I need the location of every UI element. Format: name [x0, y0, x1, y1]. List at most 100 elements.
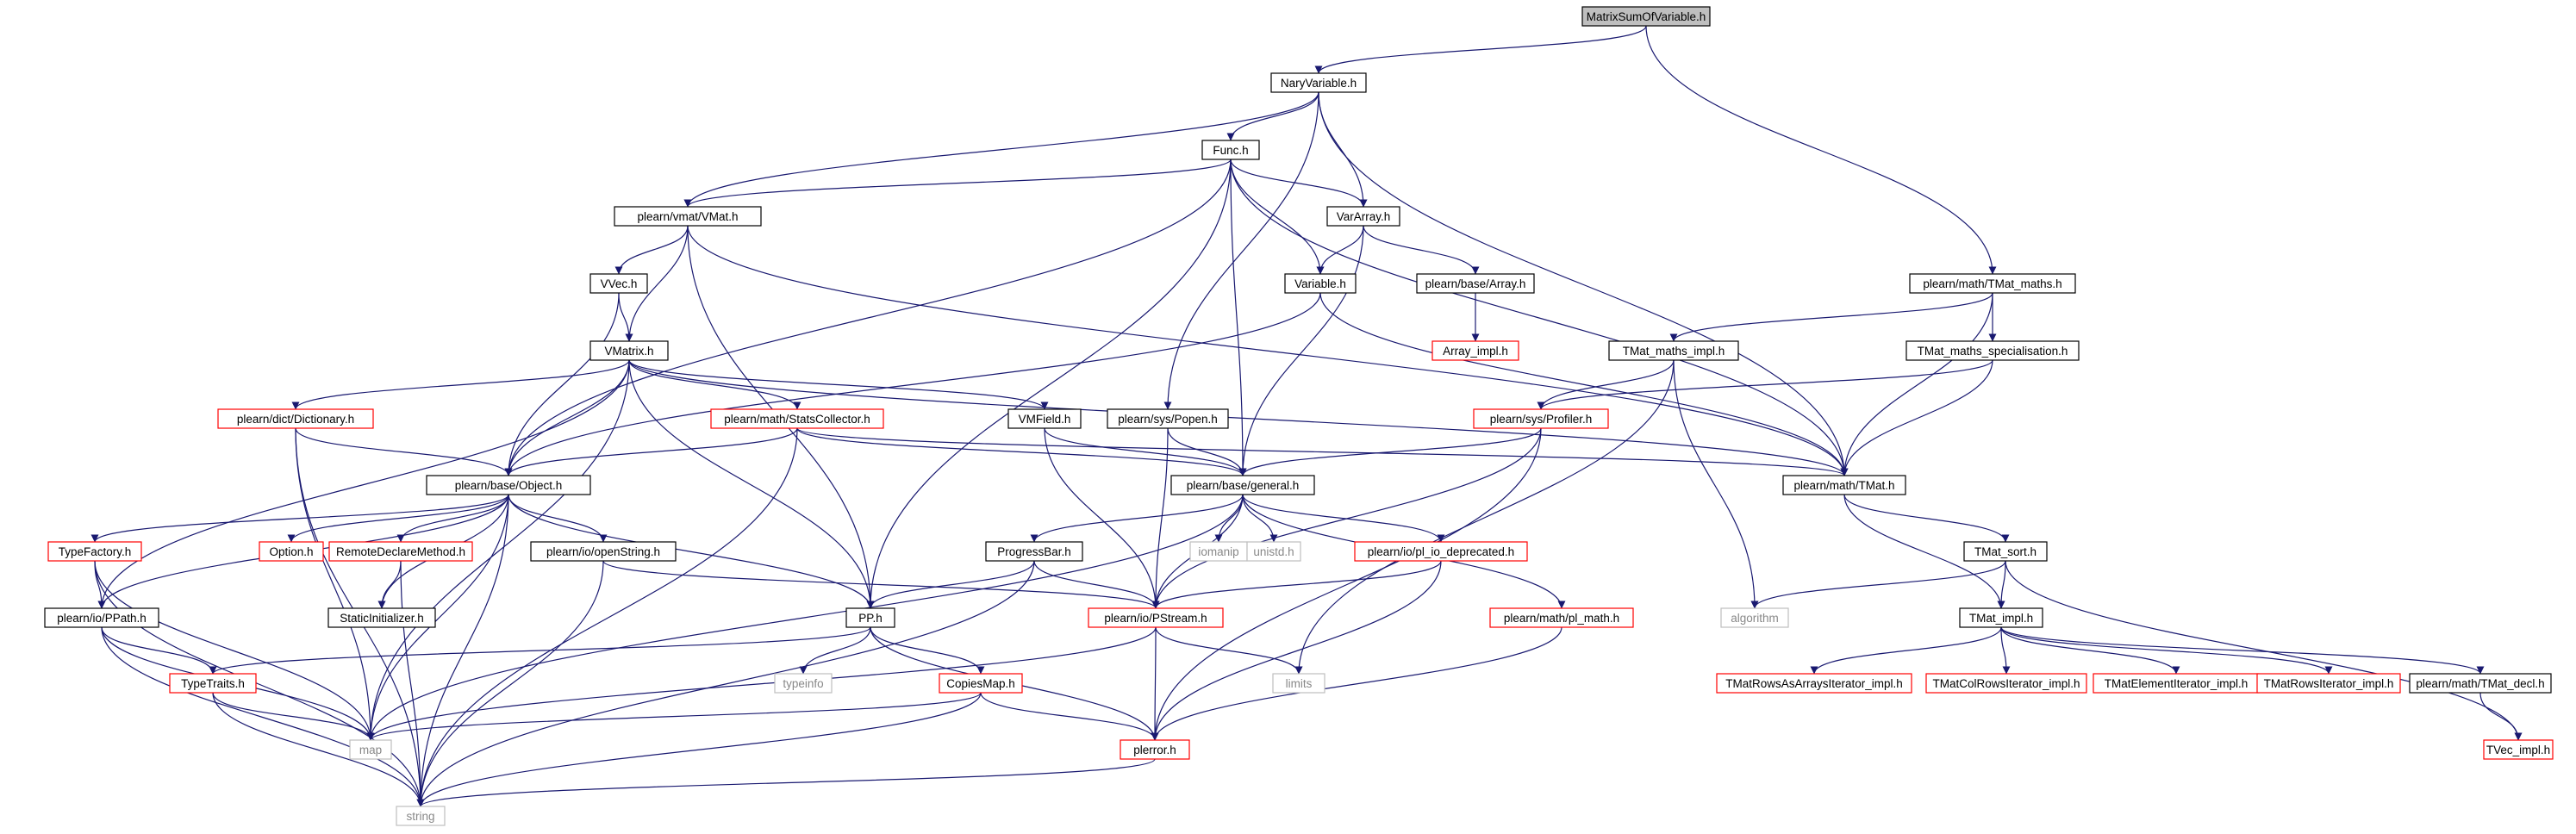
edge-tmatimpl-to-elemit [2000, 626, 2180, 675]
node-progressbar[interactable]: ProgressBar.h [985, 541, 1083, 562]
node-algorithm: algorithm [1720, 607, 1789, 628]
edge-line [1230, 159, 1849, 476]
node-nary[interactable]: NaryVariable.h [1270, 72, 1367, 93]
edge-line [1044, 427, 1160, 609]
edge-line [1810, 626, 2002, 675]
node-rowsarrays[interactable]: TMatRowsAsArraysIterator_impl.h [1716, 673, 1912, 694]
node-rowsit[interactable]: TMatRowsIterator_impl.h [2256, 673, 2401, 694]
edge-func-to-general [1230, 159, 1247, 476]
edge-vararray-to-variable [1316, 225, 1364, 275]
node-plmath[interactable]: plearn/math/pl_math.h [1489, 607, 1634, 628]
edge-vararray-to-general [1238, 225, 1364, 476]
edge-line [1242, 494, 1278, 543]
node-popen[interactable]: plearn/sys/Popen.h [1107, 408, 1229, 429]
node-tvecimpl[interactable]: TVec_impl.h [2483, 739, 2554, 760]
node-vvec[interactable]: VVec.h [589, 273, 648, 294]
node-pstream[interactable]: plearn/io/PStream.h [1088, 607, 1224, 628]
edge-line [508, 494, 608, 543]
edge-line [628, 359, 801, 410]
edge-line [628, 359, 875, 609]
edge-line [101, 626, 425, 807]
edge-line [1214, 494, 1244, 543]
node-tmatdecl[interactable]: plearn/math/TMat_decl.h [2409, 673, 2552, 694]
node-remotedecl[interactable]: RemoteDeclareMethod.h [328, 541, 473, 562]
node-typetraits[interactable]: TypeTraits.h [169, 673, 257, 694]
node-vararray[interactable]: VarArray.h [1326, 206, 1400, 227]
node-typeinfo: typeinfo [774, 673, 833, 694]
node-box [2256, 673, 2401, 694]
edge-remotedecl-to-string [400, 560, 425, 807]
node-tmatimpl[interactable]: TMat_impl.h [1959, 607, 2043, 628]
node-copiesmap[interactable]: CopiesMap.h [939, 673, 1023, 694]
edge-tmatimpl-to-tmatdecl [2000, 626, 2485, 675]
edge-stats-to-tmat [796, 427, 1849, 476]
node-stats[interactable]: plearn/math/StatsCollector.h [710, 408, 884, 429]
node-box [1716, 673, 1912, 694]
node-root[interactable]: MatrixSumOfVariable.h [1581, 6, 1711, 27]
node-layer: MatrixSumOfVariable.hNaryVariable.hFunc.… [44, 6, 2554, 826]
edge-plmath-to-plerror [1151, 626, 1562, 741]
edge-line [416, 758, 1156, 807]
node-label: limits [1286, 677, 1313, 690]
node-pliodep[interactable]: plearn/io/pl_io_deprecated.h [1354, 541, 1528, 562]
node-profiler[interactable]: plearn/sys/Profiler.h [1473, 408, 1609, 429]
node-staticinit[interactable]: StaticInitializer.h [327, 607, 436, 628]
node-box [1272, 673, 1325, 694]
node-label: plearn/math/TMat_decl.h [2416, 677, 2544, 690]
edge-vmatrix-to-object [504, 359, 630, 476]
node-box [1107, 408, 1229, 429]
node-vmatrix[interactable]: VMatrix.h [589, 340, 669, 361]
edge-object-to-typefactory [90, 494, 509, 543]
node-vmfield[interactable]: VMField.h [1007, 408, 1082, 429]
node-colrows[interactable]: TMatColRowsIterator_impl.h [1925, 673, 2087, 694]
edge-tmatspec-to-tmat [1840, 359, 1993, 476]
edge-stats-to-object [504, 427, 798, 476]
node-arrayimpl[interactable]: Array_impl.h [1431, 340, 1519, 361]
node-box [1959, 607, 2043, 628]
node-label: plearn/math/TMat_maths.h [1923, 277, 2061, 290]
node-label: string [406, 810, 434, 823]
node-box [1782, 475, 1906, 495]
edge-progressbar-to-pp [866, 560, 1035, 609]
edge-line [1843, 494, 2005, 609]
node-elemit[interactable]: TMatElementIterator_impl.h [2093, 673, 2260, 694]
node-label: Func.h [1213, 144, 1248, 157]
edge-line [687, 225, 1849, 476]
edge-line [980, 692, 1159, 741]
node-object[interactable]: plearn/base/Object.h [426, 475, 591, 495]
edge-line [2000, 626, 2011, 675]
node-label: plearn/io/PPath.h [57, 612, 147, 625]
edge-variable-to-tmat [1319, 292, 1849, 476]
edge-line [1033, 560, 1160, 609]
node-vmat[interactable]: plearn/vmat/VMat.h [614, 206, 762, 227]
edge-line [377, 560, 402, 609]
node-ppath[interactable]: plearn/io/PPath.h [44, 607, 159, 628]
node-openstring[interactable]: plearn/io/openString.h [530, 541, 677, 562]
node-tmatmaths[interactable]: plearn/math/TMat_maths.h [1909, 273, 2076, 294]
edge-line [1318, 91, 1368, 208]
edge-stats-to-general [796, 427, 1247, 476]
node-basearray[interactable]: plearn/base/Array.h [1416, 273, 1535, 294]
edge-ppath-to-typetraits [101, 626, 217, 675]
node-plerror[interactable]: plerror.h [1120, 739, 1190, 760]
node-tmatmathsimpl[interactable]: TMat_maths_impl.h [1608, 340, 1739, 361]
node-typefactory[interactable]: TypeFactory.h [47, 541, 142, 562]
node-variable[interactable]: Variable.h [1284, 273, 1357, 294]
node-tmatsort[interactable]: TMat_sort.h [1963, 541, 2048, 562]
edge-tmatdecl-to-tvecimpl [2479, 692, 2523, 741]
edge-pp-to-copiesmap [870, 626, 985, 675]
edge-vvec-to-vmatrix [618, 292, 633, 342]
node-func[interactable]: Func.h [1201, 140, 1260, 160]
node-label: plearn/io/openString.h [546, 545, 660, 558]
edge-layer [90, 25, 2523, 807]
node-pp[interactable]: PP.h [845, 607, 895, 628]
node-tmatspec[interactable]: TMat_maths_specialisation.h [1905, 340, 2080, 361]
node-general[interactable]: plearn/base/general.h [1170, 475, 1315, 495]
node-dictionary[interactable]: plearn/dict/Dictionary.h [217, 408, 374, 429]
edge-copiesmap-to-string [416, 692, 982, 807]
node-tmat[interactable]: plearn/math/TMat.h [1782, 475, 1906, 495]
node-option[interactable]: Option.h [259, 541, 324, 562]
edge-tmatmathsimpl-to-limits [1294, 359, 1675, 675]
node-box [1170, 475, 1315, 495]
edge-func-to-vararray [1230, 159, 1368, 208]
